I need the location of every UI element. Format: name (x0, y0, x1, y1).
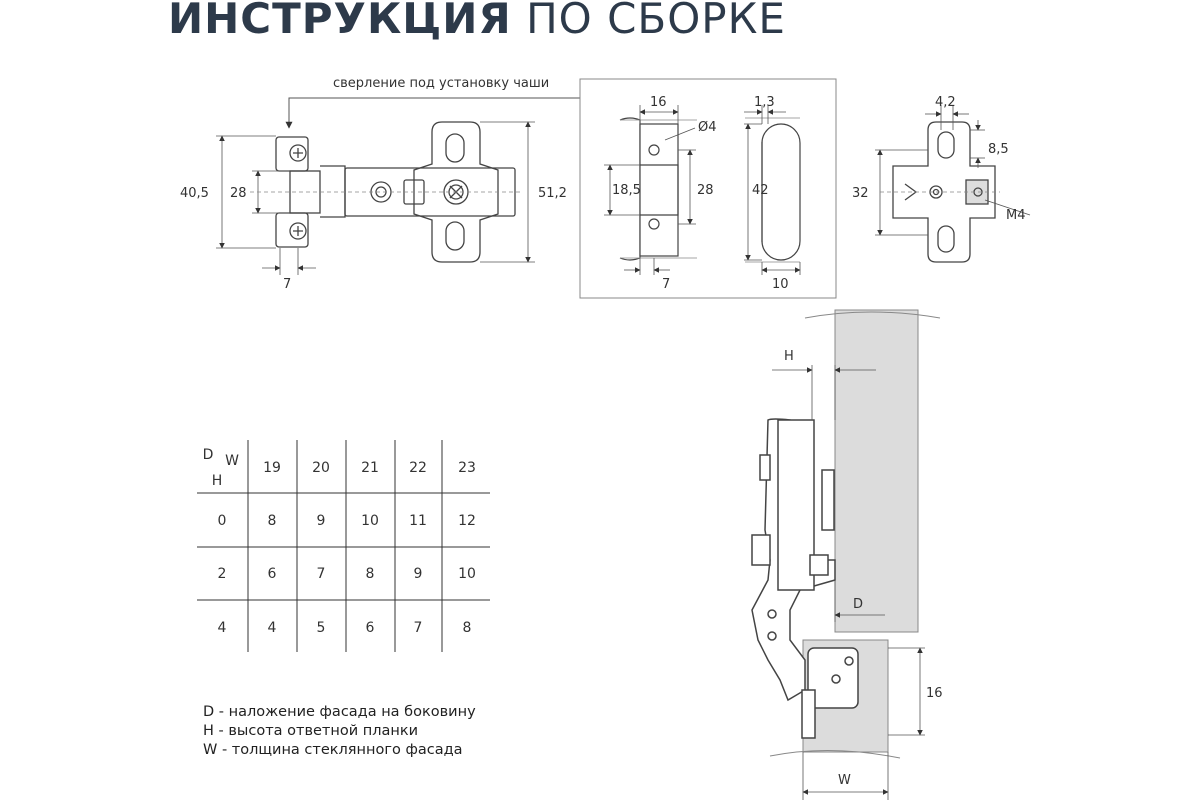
table-cell: 12 (458, 513, 476, 529)
table-cell: 6 (268, 566, 277, 582)
dim-4-2: 4,2 (935, 95, 956, 110)
legend-item-w: W - толщина стеклянного фасада (203, 742, 463, 758)
title-light: ПО СБОРКЕ (526, 0, 786, 43)
page-title: ИНСТРУКЦИЯ ПО СБОРКЕ (168, 0, 786, 43)
drill-detail-box (579, 78, 837, 299)
dim-7: 7 (283, 277, 291, 292)
table-col-header: 19 (263, 460, 281, 476)
table-cell: 8 (366, 566, 375, 582)
table-corner-w: W (225, 453, 239, 469)
dim-42: 42 (752, 183, 769, 198)
table-cell: 5 (317, 620, 326, 636)
drilling-note: сверление под установку чаши (333, 76, 549, 91)
table-cell: 9 (414, 566, 423, 582)
table-row-header: 0 (218, 513, 227, 529)
dim-32: 32 (852, 186, 869, 201)
dim-51-2: 51,2 (538, 186, 567, 201)
table-corner-h: H (212, 473, 223, 489)
side-view (751, 309, 941, 759)
legend: D - наложение фасада на боковину H - выс… (203, 703, 476, 760)
slot-dimensions (744, 105, 801, 275)
dim-10: 10 (772, 277, 789, 292)
overlay-table: D W H 19 20 21 22 23 0 8 9 10 11 12 2 6 … (197, 440, 490, 652)
table-cell: 4 (268, 620, 277, 636)
drill-pattern (619, 117, 697, 261)
table-row-header: 4 (218, 620, 227, 636)
dim-16: 16 (650, 95, 667, 110)
dim-8-5: 8,5 (988, 142, 1009, 157)
table-row-header: 2 (218, 566, 227, 582)
dim-dia-4: Ø4 (698, 120, 717, 135)
table-cell: 8 (268, 513, 277, 529)
table-cell: 7 (414, 620, 423, 636)
hinge-dimensions (216, 121, 535, 275)
table-cell: 6 (366, 620, 375, 636)
drill-dimensions (604, 105, 696, 275)
dim-1-3: 1,3 (754, 95, 775, 110)
table-corner-d: D (203, 447, 214, 463)
title-bold: ИНСТРУКЦИЯ (168, 0, 512, 43)
dim-7-drill: 7 (662, 277, 670, 292)
table-cell: 8 (463, 620, 472, 636)
table-col-header: 20 (312, 460, 330, 476)
table-cell: 10 (458, 566, 476, 582)
plate-dimensions (875, 105, 1031, 236)
side-dimensions (772, 365, 925, 800)
table-col-header: 23 (458, 460, 476, 476)
table-cell: 11 (409, 513, 427, 529)
table-cell: 10 (361, 513, 379, 529)
hinge-top-view (275, 121, 516, 263)
dim-28: 28 (230, 186, 247, 201)
dim-18-5: 18,5 (612, 183, 641, 198)
dim-w: W (838, 773, 851, 788)
table-col-header: 21 (361, 460, 379, 476)
dim-40-5: 40,5 (180, 186, 209, 201)
dim-h: H (784, 349, 794, 364)
legend-item-d: D - наложение фасада на боковину (203, 704, 476, 720)
table-col-header: 22 (409, 460, 427, 476)
dim-m4: M4 (1006, 208, 1026, 223)
table-cell: 7 (317, 566, 326, 582)
dim-28-drill: 28 (697, 183, 714, 198)
dim-16-side: 16 (926, 686, 943, 701)
legend-item-h: H - высота ответной планки (203, 723, 419, 739)
table-cell: 9 (317, 513, 326, 529)
drilling-note-leader (285, 97, 580, 129)
slot-pattern (745, 117, 801, 263)
dim-d: D (853, 597, 863, 612)
